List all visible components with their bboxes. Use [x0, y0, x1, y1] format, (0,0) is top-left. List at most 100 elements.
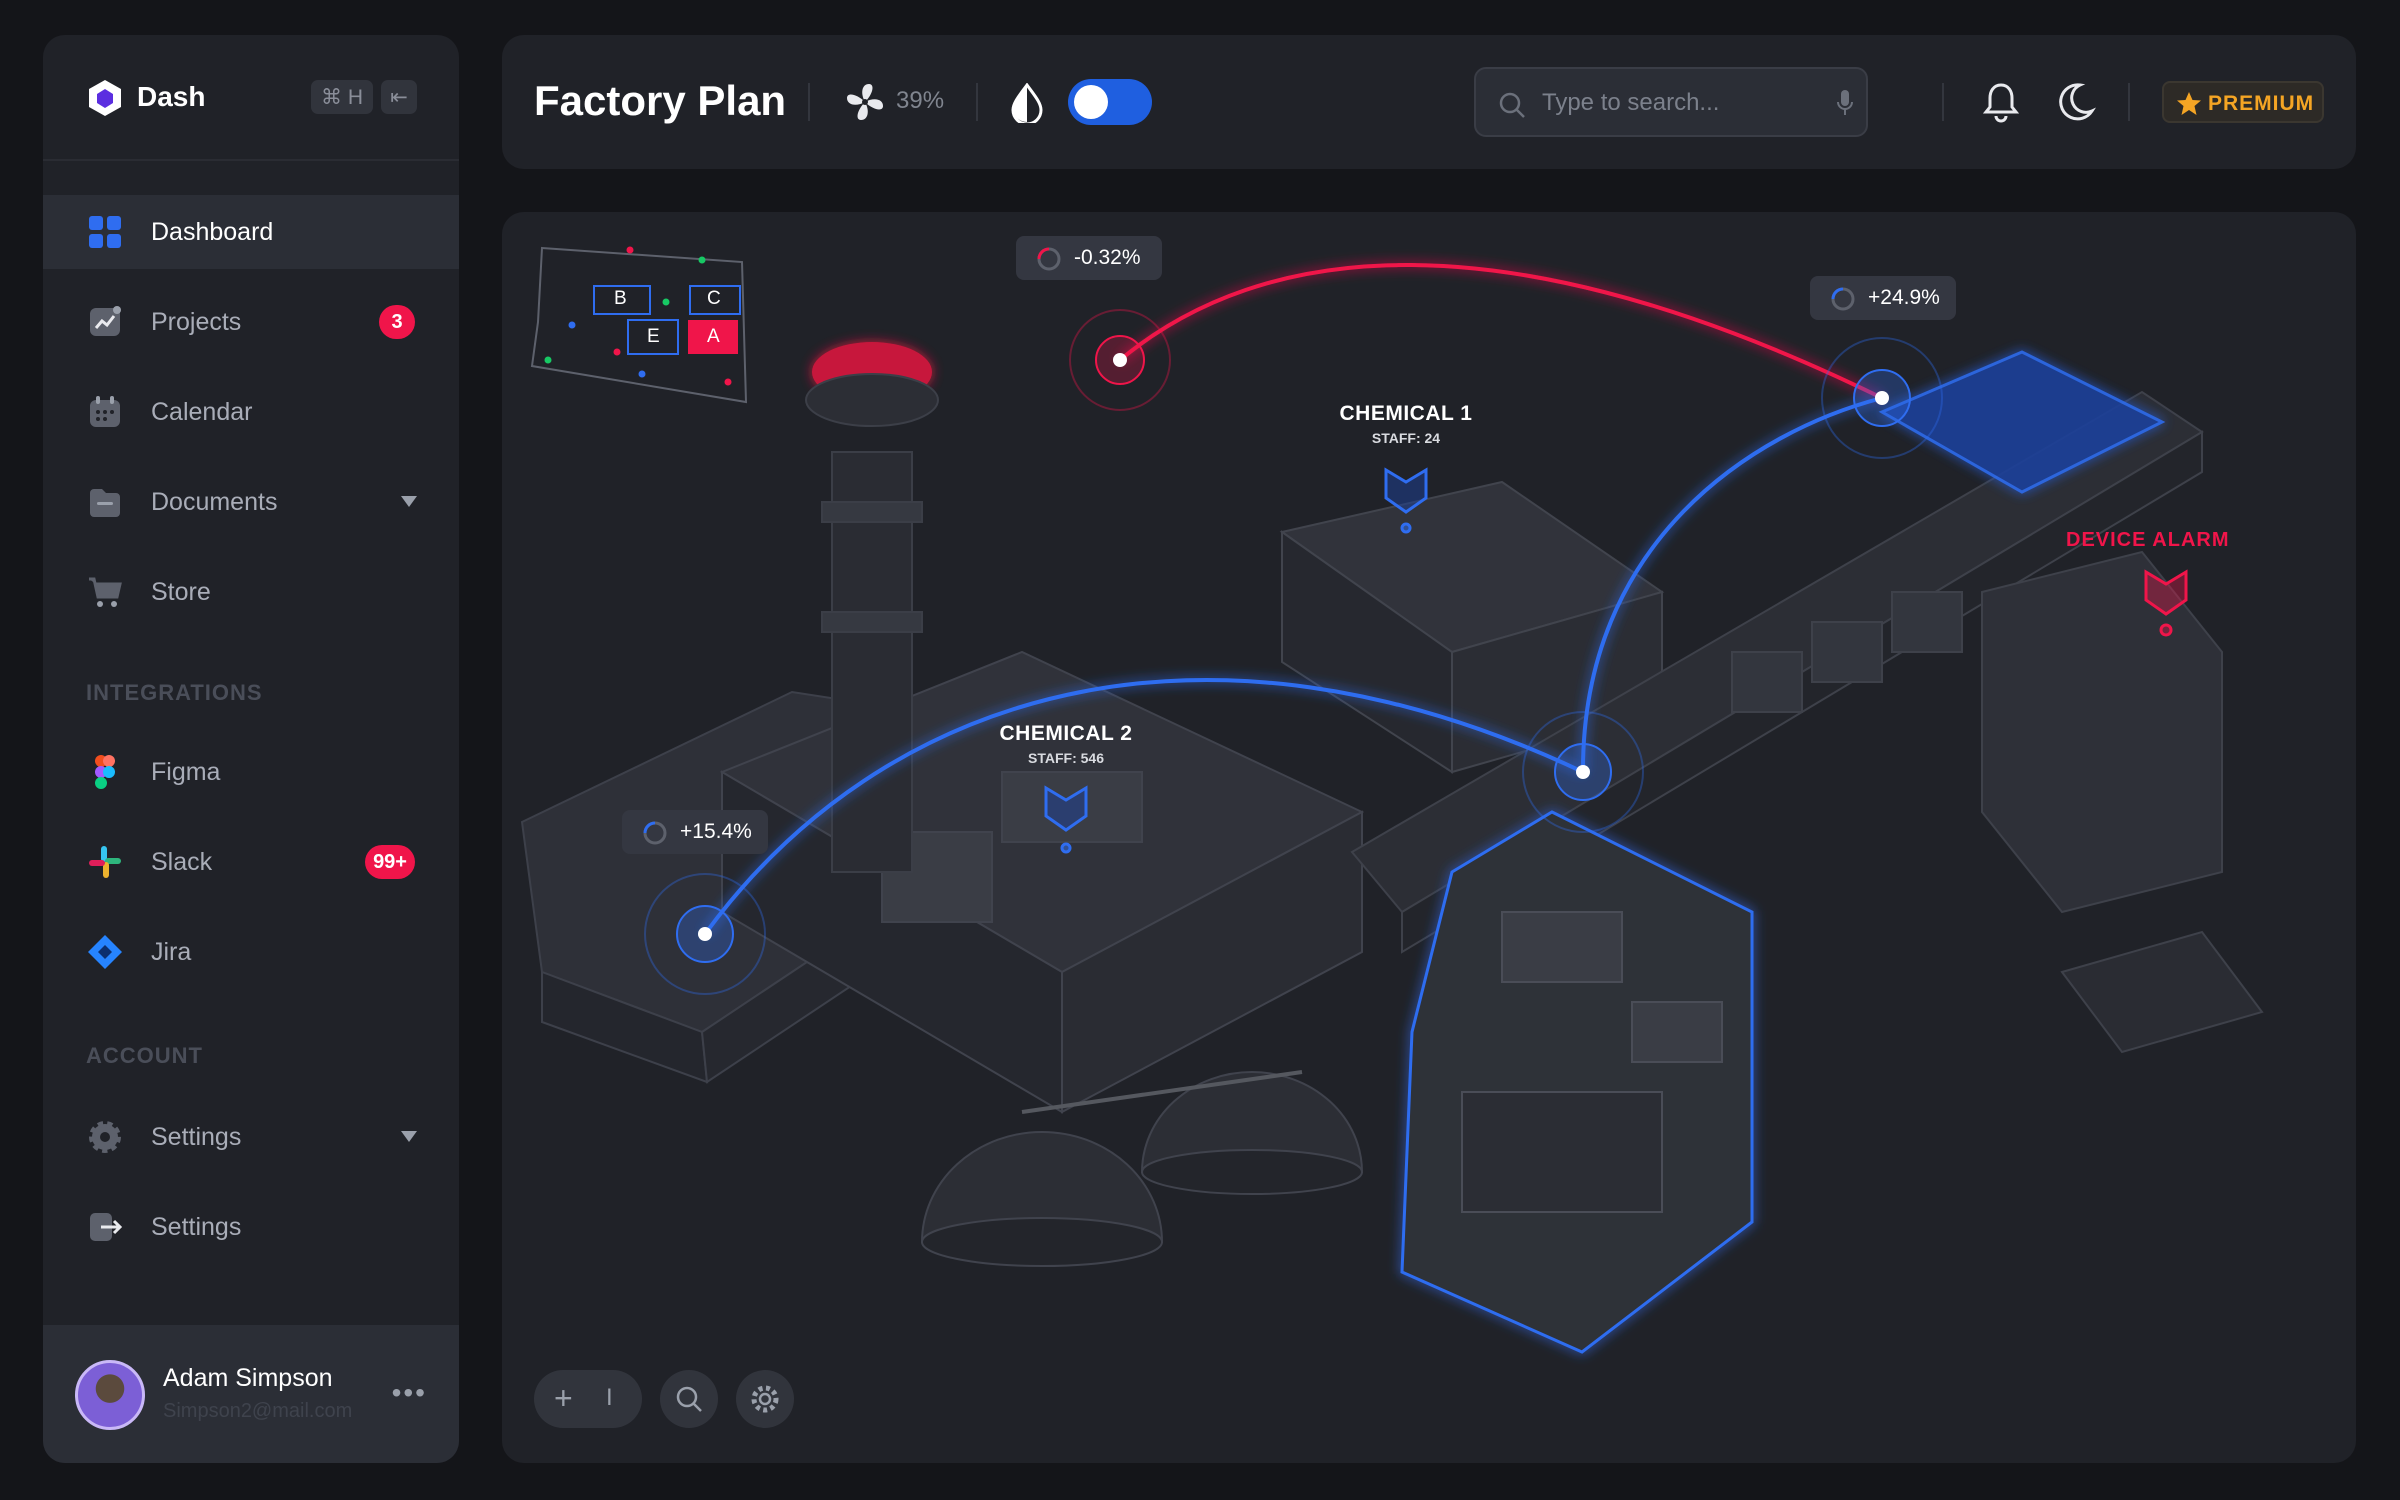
page-title: Factory Plan	[534, 77, 787, 124]
dashboard-icon	[89, 216, 121, 248]
star-icon	[2177, 92, 2201, 115]
sidebar-item-label: Settings	[151, 1122, 242, 1151]
sidebar-item-slack[interactable]: Slack 99+	[43, 825, 459, 899]
sidebar-item-label: Dashboard	[151, 217, 274, 246]
node-blue-center	[1522, 711, 1644, 833]
projects-count-badge: 3	[379, 305, 415, 339]
sidebar-item-settings[interactable]: Settings	[43, 1100, 459, 1174]
store-icon	[89, 577, 122, 607]
node-red	[1069, 309, 1171, 411]
sidebar-item-label: Calendar	[151, 397, 253, 426]
divider	[976, 83, 978, 121]
sidebar-item-label: Projects	[151, 307, 242, 336]
documents-icon	[90, 489, 120, 517]
more-options-icon[interactable]: •••	[391, 1377, 427, 1408]
domes	[920, 1070, 1364, 1267]
notification-bell-icon[interactable]	[1982, 81, 2020, 123]
zoom-in-icon[interactable]: +	[554, 1380, 573, 1416]
blue-connection-line	[1580, 396, 1883, 773]
building-staff: STAFF: 24	[1371, 430, 1441, 446]
node-blue-left	[644, 873, 766, 995]
sidebar-item-label: Store	[151, 577, 211, 606]
collapse-sidebar-icon[interactable]: ⇤	[381, 80, 417, 114]
brand-header: Dash ⌘ H ⇤	[43, 35, 459, 161]
minimap[interactable]	[530, 246, 748, 404]
moon-icon[interactable]	[2058, 81, 2096, 123]
minimap-zone-a[interactable]: A	[707, 326, 720, 347]
metric-tag-blue-left[interactable]: +15.4%	[622, 810, 768, 854]
sidebar-item-logout[interactable]: Settings	[43, 1190, 459, 1264]
toggle-knob	[1074, 85, 1108, 119]
avatar[interactable]	[75, 1360, 145, 1430]
search-box[interactable]	[1474, 67, 1868, 137]
jira-icon	[88, 935, 122, 969]
minimap-zone-b[interactable]: B	[614, 288, 627, 309]
sidebar-item-store[interactable]: Store	[43, 555, 459, 629]
sidebar-item-jira[interactable]: Jira	[43, 915, 459, 989]
user-name: Adam Simpson	[163, 1364, 333, 1392]
figma-icon	[95, 755, 115, 789]
microphone-icon[interactable]	[1836, 89, 1854, 117]
sidebar-item-calendar[interactable]: Calendar	[43, 375, 459, 449]
sidebar-item-projects[interactable]: Projects 3	[43, 285, 459, 359]
building-label-chemical-1[interactable]: CHEMICAL 1 STAFF: 24	[1340, 402, 1473, 446]
sidebar-item-label: Settings	[151, 1212, 242, 1241]
sidebar-item-figma[interactable]: Figma	[43, 735, 459, 809]
sidebar-item-documents[interactable]: Documents	[43, 465, 459, 539]
shortcut-hint: ⌘ H	[311, 80, 373, 114]
sidebar-item-label: Documents	[151, 487, 278, 516]
metric-value: +24.9%	[1868, 286, 1940, 309]
building-label-chemical-2[interactable]: CHEMICAL 2 STAFF: 546	[1000, 722, 1133, 766]
metric-value: +15.4%	[680, 820, 752, 843]
divider	[808, 83, 810, 121]
premium-badge[interactable]: PREMIUM	[2162, 81, 2324, 123]
alarm-marker	[2144, 569, 2188, 637]
sidebar-item-dashboard[interactable]: Dashboard	[43, 195, 459, 269]
right-plant	[1731, 550, 2264, 1054]
user-profile[interactable]: Adam Simpson Simpson2@mail.com •••	[43, 1325, 459, 1463]
chevron-down-icon[interactable]	[401, 496, 417, 507]
contrast-drop-icon	[1011, 83, 1043, 123]
sidebar: Dash ⌘ H ⇤ Dashboard Projects 3 Calendar	[43, 35, 459, 1463]
map-search-button[interactable]	[660, 1370, 718, 1428]
dash-logo-icon	[89, 80, 121, 116]
zoom-controls[interactable]: + I	[534, 1370, 642, 1428]
fan-speed-value: 39%	[896, 87, 945, 114]
minimap-zone-c[interactable]: C	[707, 288, 721, 309]
device-alarm-label[interactable]: DEVICE ALARM	[2066, 529, 2230, 551]
account-heading: ACCOUNT	[86, 1043, 203, 1068]
slack-count-badge: 99+	[365, 845, 415, 879]
brand-name: Dash	[137, 81, 206, 112]
chemical-1-building	[1279, 480, 1665, 774]
top-bar: Factory Plan 39% PRE	[502, 35, 2356, 169]
metric-tag-red[interactable]: -0.32%	[1016, 236, 1162, 280]
metric-tag-blue-top[interactable]: +24.9%	[1810, 276, 1956, 320]
slack-icon	[89, 846, 121, 878]
blue-connection-line	[703, 678, 1584, 936]
selected-unit	[1400, 810, 1754, 1354]
map-settings-button[interactable]	[736, 1370, 794, 1428]
divider	[1942, 83, 1944, 121]
search-icon	[1499, 92, 1525, 118]
building-name: CHEMICAL 2	[999, 722, 1133, 745]
fan-icon	[847, 84, 883, 120]
progress-ring-icon	[1037, 247, 1061, 271]
factory-3d-scene	[520, 246, 2264, 1354]
logout-icon	[90, 1213, 123, 1241]
theme-toggle[interactable]	[1068, 79, 1152, 125]
premium-label: PREMIUM	[2208, 92, 2315, 115]
minimap-zone-e[interactable]: E	[647, 326, 660, 347]
sidebar-item-label: Figma	[151, 757, 221, 786]
divider	[2128, 83, 2130, 121]
zoom-divider: I	[606, 1384, 613, 1411]
sidebar-item-label: Jira	[151, 937, 192, 966]
chevron-down-icon[interactable]	[401, 1131, 417, 1142]
sidebar-item-label: Slack	[151, 847, 213, 876]
building-staff: STAFF: 546	[1028, 750, 1104, 766]
factory-map[interactable]: B C E A -0.32% +24.9% +15.4% CHEMICAL 1 …	[502, 212, 2356, 1463]
search-icon	[676, 1386, 702, 1412]
building-name: CHEMICAL 1	[1339, 402, 1473, 425]
tower	[821, 451, 923, 873]
projects-icon	[90, 306, 121, 336]
search-input[interactable]	[1542, 85, 1802, 121]
